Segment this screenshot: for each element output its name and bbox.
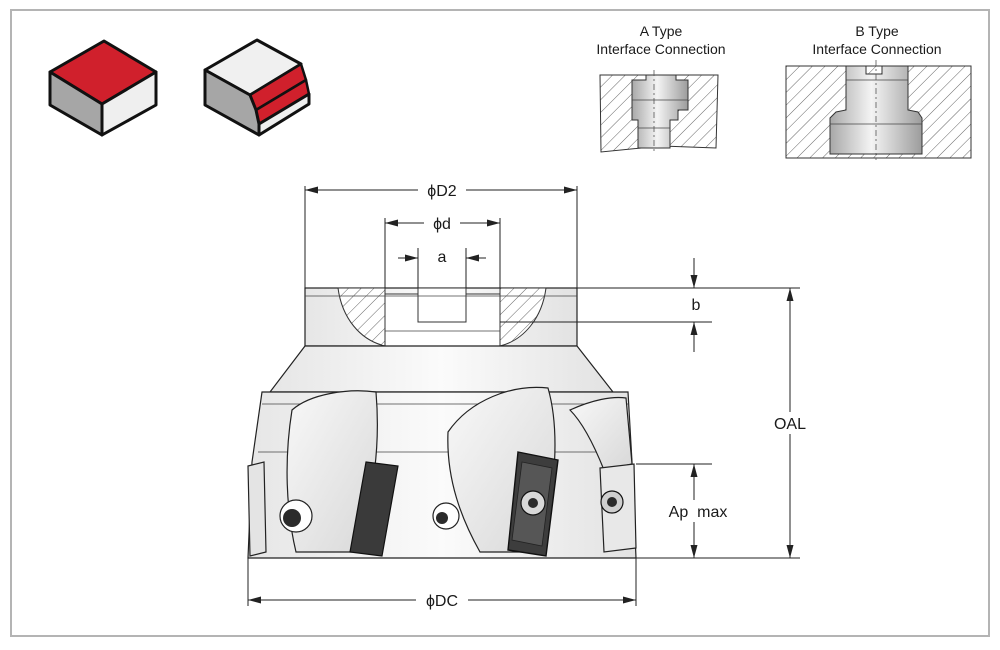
dim-d-label: ϕd <box>433 216 451 233</box>
a-type-bore <box>631 74 689 149</box>
cutter-flare <box>268 345 615 393</box>
dimensions: ϕD2 ϕd a b OAL <box>247 180 812 610</box>
dim-a-label: a <box>438 249 447 266</box>
b-type-bore <box>829 65 923 155</box>
b-type-subtitle: Interface Connection <box>812 41 941 57</box>
hub-keyway <box>417 287 467 323</box>
dim-dc-label: ϕDC <box>426 593 458 610</box>
insert-1 <box>349 461 399 557</box>
b-type-title: B Type <box>855 23 899 39</box>
face-milling-icon <box>48 39 158 137</box>
face-mill-cutter <box>247 287 637 559</box>
a-type-interface: A Type Interface Connection <box>596 23 726 153</box>
b-type-interface: B Type Interface Connection <box>785 23 972 160</box>
dim-oal-label: OAL <box>774 416 806 433</box>
shoulder-milling-icon <box>203 38 311 137</box>
screw-1 <box>283 509 301 527</box>
a-type-subtitle: Interface Connection <box>596 41 725 57</box>
a-type-title: A Type <box>640 23 683 39</box>
screw-2 <box>436 512 448 524</box>
insert-left <box>247 461 267 557</box>
dim-ap-max-label: Ap max <box>669 504 728 521</box>
dim-b-label: b <box>692 297 701 314</box>
dim-d2-label: ϕD2 <box>427 183 457 200</box>
